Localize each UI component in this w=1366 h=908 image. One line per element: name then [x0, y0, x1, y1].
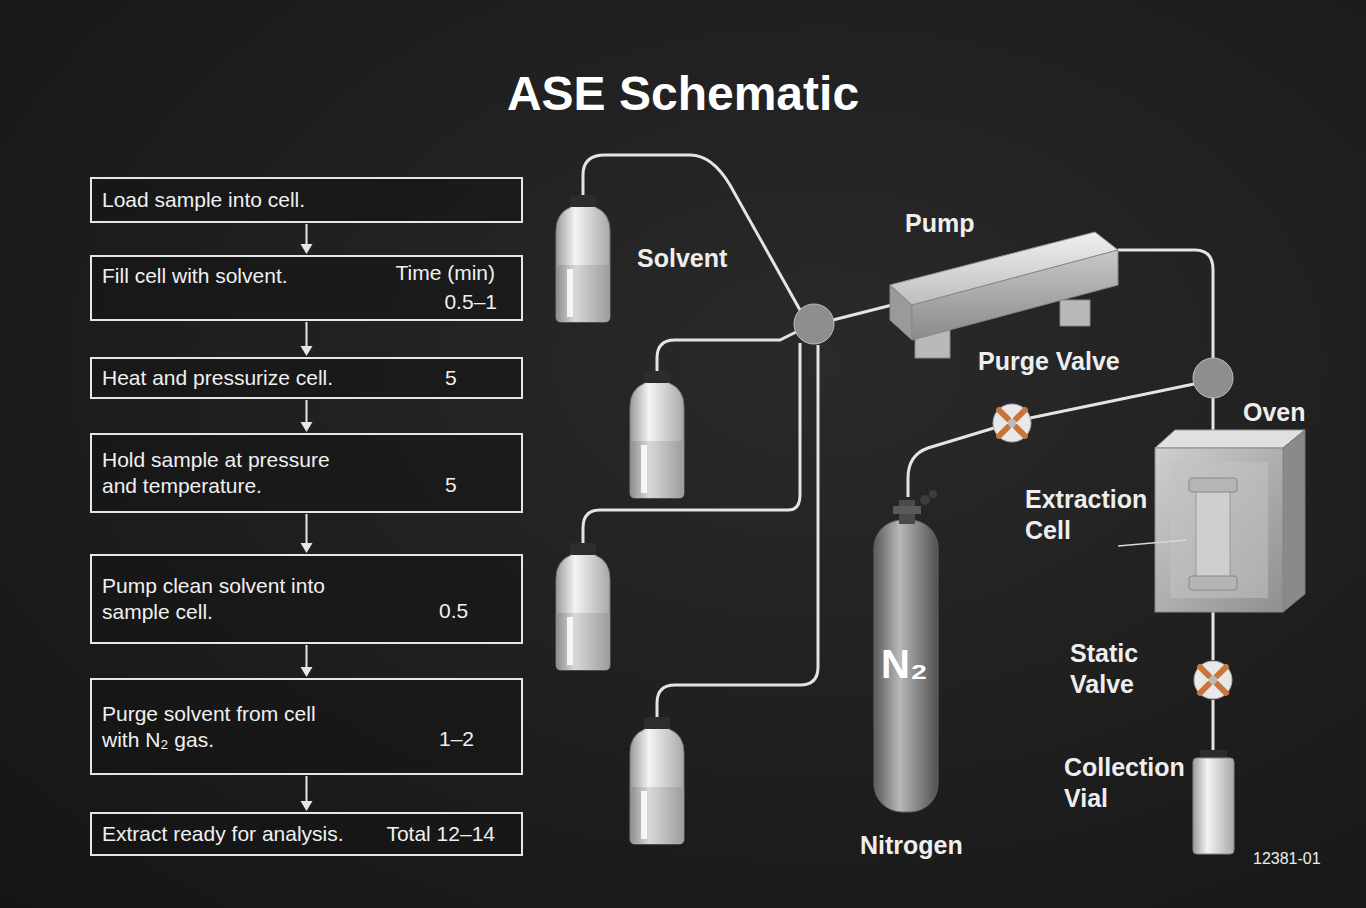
step-time: 1–2 [439, 726, 474, 752]
step-text: Load sample into cell. [102, 187, 422, 213]
part-label: Purge Valve [978, 346, 1120, 377]
flow-arrow [301, 514, 313, 553]
flow-arrow [301, 224, 313, 254]
part-label: Nitrogen [860, 830, 963, 861]
part-label: Oven [1243, 397, 1306, 428]
step-time: Total 12–14 [386, 821, 495, 847]
step-time: 0.5–1 [444, 289, 497, 315]
step-text: Hold sample at pressure and temperature. [102, 447, 347, 499]
step-text: Extract ready for analysis. [102, 821, 387, 847]
process-step-box: Hold sample at pressure and temperature.… [90, 433, 523, 513]
step-time: 5 [445, 365, 457, 391]
step-time: Time (min) [395, 260, 495, 286]
diagram-title: ASE Schematic [0, 66, 1366, 121]
part-label: Pump [905, 208, 974, 239]
part-label: Static Valve [1070, 638, 1170, 699]
step-time: 0.5 [439, 598, 468, 624]
part-label: N₂ [881, 640, 928, 689]
flow-arrow [301, 645, 313, 677]
part-label: 12381-01 [1253, 849, 1321, 869]
step-text: Purge solvent from cell with N₂ gas. [102, 701, 347, 753]
flow-arrow [301, 322, 313, 356]
process-step-box: Fill cell with solvent. Time (min) 0.5–1 [90, 255, 523, 321]
part-label: Collection Vial [1064, 752, 1204, 813]
part-label: Solvent [637, 243, 727, 274]
process-step-box: Heat and pressurize cell. 5 [90, 357, 523, 399]
part-label: Extraction Cell [1025, 484, 1170, 545]
step-time: 5 [445, 472, 457, 498]
step-text: Heat and pressurize cell. [102, 365, 362, 391]
process-step-box: Purge solvent from cell with N₂ gas. 1–2 [90, 678, 523, 775]
process-step-box: Pump clean solvent into sample cell. 0.5 [90, 554, 523, 644]
step-text: Pump clean solvent into sample cell. [102, 573, 347, 625]
process-step-box: Load sample into cell. [90, 177, 523, 223]
flow-arrow [301, 776, 313, 811]
step-text: Fill cell with solvent. [102, 263, 362, 289]
process-step-box: Extract ready for analysis.Total 12–14 [90, 812, 523, 856]
flow-arrow [301, 400, 313, 432]
